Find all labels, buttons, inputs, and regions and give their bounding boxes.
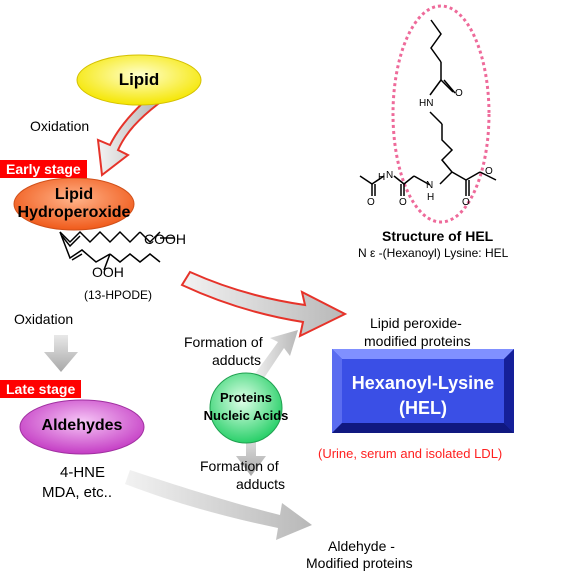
hydroperoxide-label-line2: Hydroperoxide	[17, 204, 131, 221]
hydroperoxide-oval	[13, 177, 135, 231]
formation-bottom-line2: adducts	[236, 476, 286, 492]
arrow-to-lipid-peroxide	[180, 270, 348, 338]
arrow-adducts-down	[236, 432, 266, 476]
lipid-oval	[76, 54, 202, 106]
oxidation-top-label: Oxidation	[30, 118, 90, 134]
lipid-label: Lipid	[118, 70, 160, 89]
aldehyde-mod-line2: Modified proteins	[306, 555, 413, 571]
atom-o1: O	[455, 88, 463, 99]
oxidation-mid-label: Oxidation	[14, 311, 74, 327]
atom-n1: N	[386, 170, 394, 181]
atom-h2: H	[427, 192, 435, 203]
atom-o2: O	[367, 197, 375, 208]
arrow-oxidation-top	[96, 94, 160, 177]
hpode-label: (13-HPODE)	[84, 288, 153, 302]
proteins-label-line1: Proteins	[219, 390, 272, 405]
hne-label-line2: MDA, etc..	[42, 484, 113, 501]
atom-o3: O	[399, 197, 407, 208]
urine-label: (Urine, serum and isolated LDL)	[318, 446, 503, 461]
atom-hn: HN	[419, 98, 434, 109]
atom-h1: H	[378, 172, 386, 183]
atom-o5: O	[485, 166, 493, 177]
proteins-label-line2: Nucleic Acids	[203, 408, 289, 423]
aldehyde-mod-line1: Aldehyde -	[328, 538, 395, 554]
formation-bottom-line1: Formation of	[200, 458, 279, 474]
hne-label-line1: 4-HNE	[60, 464, 106, 481]
aldehydes-oval	[19, 399, 145, 455]
atom-o4: O	[462, 197, 470, 208]
formation-top-line2: adducts	[212, 352, 262, 368]
proteins-circle	[209, 372, 283, 444]
hel-structure	[359, 19, 497, 196]
cooh-label: COOH	[144, 231, 186, 247]
ooh-label: OOH	[92, 264, 124, 280]
lipid-peroxide-line2: modified proteins	[364, 333, 471, 349]
structure-subtitle: N ε -(Hexanoyl) Lysine: HEL	[358, 246, 509, 260]
hel-box	[332, 349, 514, 433]
early-stage-tag: Early stage	[0, 160, 87, 178]
arrow-to-aldehyde-modified	[125, 470, 312, 540]
late-stage-tag: Late stage	[0, 380, 82, 398]
arrow-adducts-up	[252, 330, 298, 384]
atom-n2: N	[426, 180, 434, 191]
hel-label-line1: Hexanoyl-Lysine	[351, 373, 495, 393]
arrow-oxidation-down	[44, 335, 78, 372]
hexanoyl-highlight	[391, 4, 491, 224]
hpode-structure	[59, 230, 174, 271]
aldehydes-label: Aldehydes	[41, 417, 123, 434]
structure-title: Structure of HEL	[382, 228, 494, 244]
hel-label-line2: (HEL)	[399, 398, 447, 418]
lipid-peroxide-line1: Lipid peroxide-	[370, 315, 462, 331]
hydroperoxide-label-line1: Lipid	[54, 186, 94, 203]
formation-top-line1: Formation of	[184, 334, 263, 350]
